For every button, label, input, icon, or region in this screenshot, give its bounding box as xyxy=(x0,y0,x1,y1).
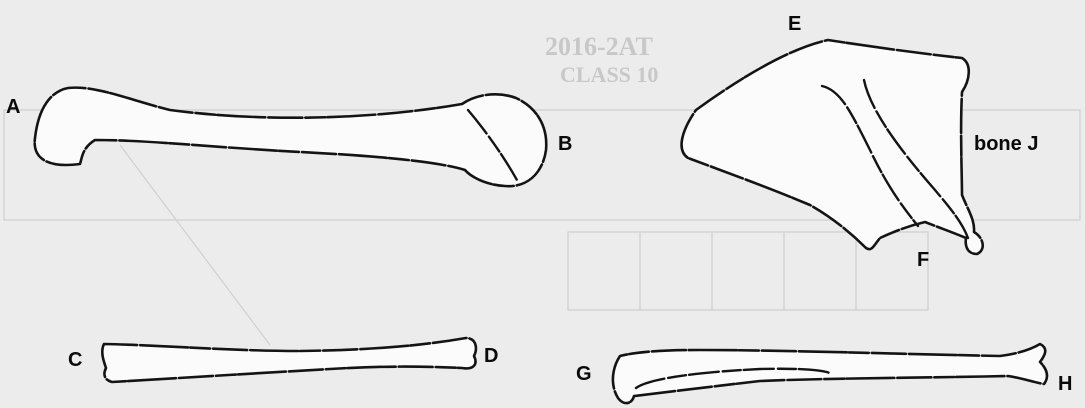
ulna-outline xyxy=(613,344,1047,403)
label-bone-j: bone J xyxy=(974,133,1038,155)
humerus-outline xyxy=(35,88,547,187)
label-f: F xyxy=(917,249,929,271)
label-b: B xyxy=(558,133,572,155)
label-e: E xyxy=(788,13,801,35)
faint-streak xyxy=(120,145,270,345)
label-h: H xyxy=(1058,373,1072,395)
bone-humerus xyxy=(35,88,547,187)
label-c: C xyxy=(68,349,82,371)
radius-outline xyxy=(102,338,476,382)
scapula-outline xyxy=(682,40,983,254)
label-g: G xyxy=(576,363,592,385)
bone-j-scapula xyxy=(682,40,983,254)
label-d: D xyxy=(484,345,498,367)
bone-radius xyxy=(102,338,476,382)
faint-heading: 2016-2AT xyxy=(545,32,653,61)
faint-subheading: CLASS 10 xyxy=(560,62,658,87)
label-a: A xyxy=(6,96,20,118)
bone-ulna xyxy=(613,344,1047,403)
